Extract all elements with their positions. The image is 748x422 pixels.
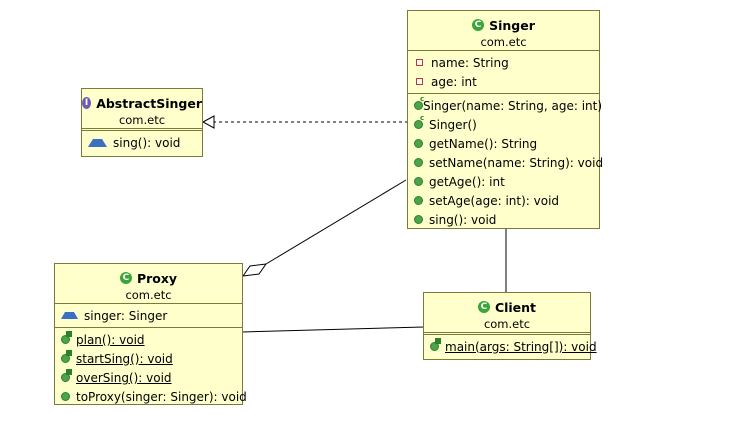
class-singer[interactable]: C Singer com.etc name: String age: int S… <box>407 10 603 231</box>
class-name: Client <box>494 299 537 315</box>
operation-row[interactable]: setName(name: String): void <box>408 153 603 172</box>
class-header: C Proxy com.etc <box>55 264 242 303</box>
class-name: AbstractSinger <box>96 95 202 111</box>
static-method-icon <box>61 331 72 344</box>
package-name: com.etc <box>125 288 172 302</box>
class-header: C Singer com.etc <box>408 11 599 50</box>
static-method-icon <box>430 338 441 351</box>
operation-row[interactable]: main(args: String[]): void <box>424 337 597 356</box>
private-field-icon <box>416 59 423 66</box>
operation-row[interactable]: sing(): void <box>408 210 599 229</box>
operation-row[interactable]: toProxy(singer: Singer): void <box>55 387 247 406</box>
class-icon: C <box>472 19 485 31</box>
operation-row[interactable]: setAge(age: int): void <box>408 191 599 210</box>
package-name: com.etc <box>480 35 527 49</box>
aggregation-diamond <box>241 263 268 277</box>
operation-row[interactable]: getAge(): int <box>408 172 599 191</box>
operations-section: main(args: String[]): void <box>424 332 597 358</box>
protected-method-icon <box>88 138 107 147</box>
public-method-icon <box>414 139 423 148</box>
public-method-icon <box>414 177 423 186</box>
operations-section: Singer(name: String, age: int) Singer() … <box>408 93 603 231</box>
constructor-icon <box>414 115 424 129</box>
operation-row[interactable]: plan(): void <box>55 330 242 349</box>
operations-section: plan(): void startSing(): void overSing(… <box>55 327 247 408</box>
class-icon: C <box>119 272 132 284</box>
operations-section: sing(): void <box>82 128 202 154</box>
public-method-icon <box>61 392 70 401</box>
association-line-proxy-client <box>241 326 425 333</box>
class-name: Proxy <box>136 270 178 286</box>
static-method-icon <box>61 369 72 382</box>
operation-row[interactable]: overSing(): void <box>55 368 242 387</box>
static-method-icon <box>61 350 72 363</box>
private-field-icon <box>416 78 423 85</box>
package-name: com.etc <box>483 317 531 331</box>
class-name: Singer <box>489 17 535 33</box>
class-abstractsinger[interactable]: I AbstractSinger com.etc sing(): void <box>81 88 203 157</box>
class-header: C Client com.etc <box>424 293 590 332</box>
aggregation-line-singer-proxy <box>265 179 407 265</box>
class-client[interactable]: C Client com.etc main(args: String[]): v… <box>423 292 597 360</box>
class-proxy[interactable]: C Proxy com.etc singer: Singer plan(): v… <box>54 263 247 408</box>
public-method-icon <box>414 215 423 224</box>
interface-icon: I <box>82 97 92 109</box>
attribute-row[interactable]: singer: Singer <box>55 306 242 325</box>
realization-arrowhead <box>201 115 215 129</box>
operation-row[interactable]: sing(): void <box>82 133 202 152</box>
package-field-icon <box>61 312 78 319</box>
attribute-row[interactable]: name: String <box>408 53 599 72</box>
operation-row[interactable]: getName(): String <box>408 134 599 153</box>
attribute-row[interactable]: age: int <box>408 72 599 91</box>
class-header: I AbstractSinger com.etc <box>82 89 202 128</box>
operation-row[interactable]: startSing(): void <box>55 349 242 368</box>
public-method-icon <box>414 196 423 205</box>
package-name: com.etc <box>118 113 166 127</box>
class-icon: C <box>477 301 490 313</box>
operation-row[interactable]: Singer(name: String, age: int) <box>408 96 602 115</box>
attributes-section: singer: Singer <box>55 303 242 327</box>
attributes-section: name: String age: int <box>408 50 599 93</box>
public-method-icon <box>414 158 423 167</box>
constructor-icon <box>414 96 424 110</box>
operation-row[interactable]: Singer() <box>408 115 599 134</box>
